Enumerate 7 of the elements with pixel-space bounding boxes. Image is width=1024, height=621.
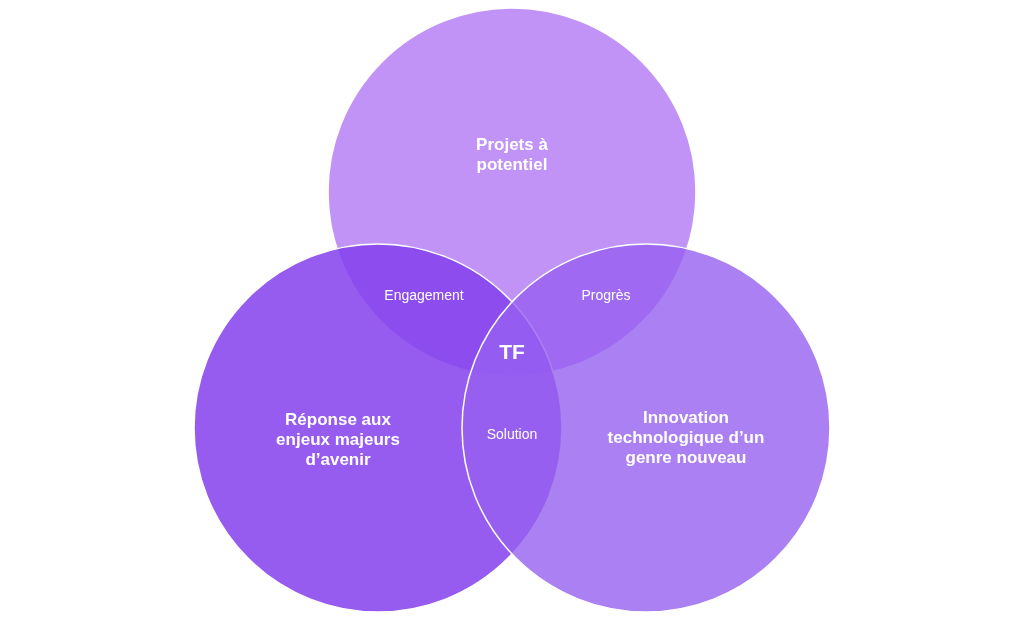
overlap-label: Progrès (581, 287, 631, 303)
circle-label: Réponse aux enjeux majeurs d’avenir (258, 410, 418, 470)
overlap-label: Engagement (384, 287, 464, 303)
overlap-label: Solution (486, 426, 538, 442)
center-label: TF (499, 340, 525, 364)
circle-label: Projets à potentiel (447, 135, 577, 175)
circle-label: Innovation technologique d’un genre nouveau (586, 408, 786, 468)
